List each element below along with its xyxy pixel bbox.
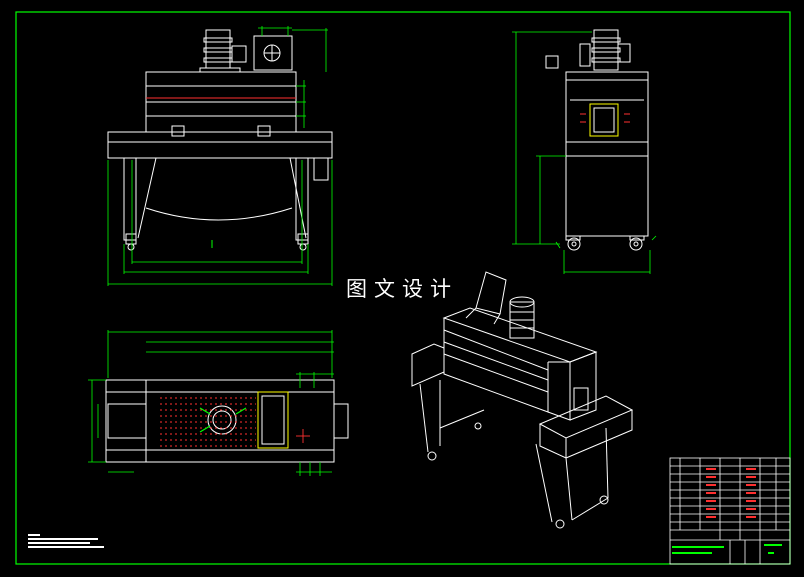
side-view — [545, 29, 649, 251]
drawing-frame — [15, 11, 791, 565]
top-dimensions — [88, 330, 334, 476]
title-block-marks — [706, 468, 756, 518]
top-view — [105, 379, 349, 463]
side-dimensions — [512, 31, 657, 274]
fan-arrows — [199, 407, 247, 433]
technical-notes — [28, 534, 104, 548]
isometric-view — [411, 271, 634, 529]
heater-grid — [160, 397, 310, 447]
front-junction-box — [253, 35, 293, 71]
title-block-notes — [672, 544, 782, 554]
front-motor — [199, 29, 247, 73]
watermark-text: 图文设计 — [340, 274, 464, 304]
title-block — [669, 457, 791, 565]
front-dimensions — [107, 26, 333, 286]
